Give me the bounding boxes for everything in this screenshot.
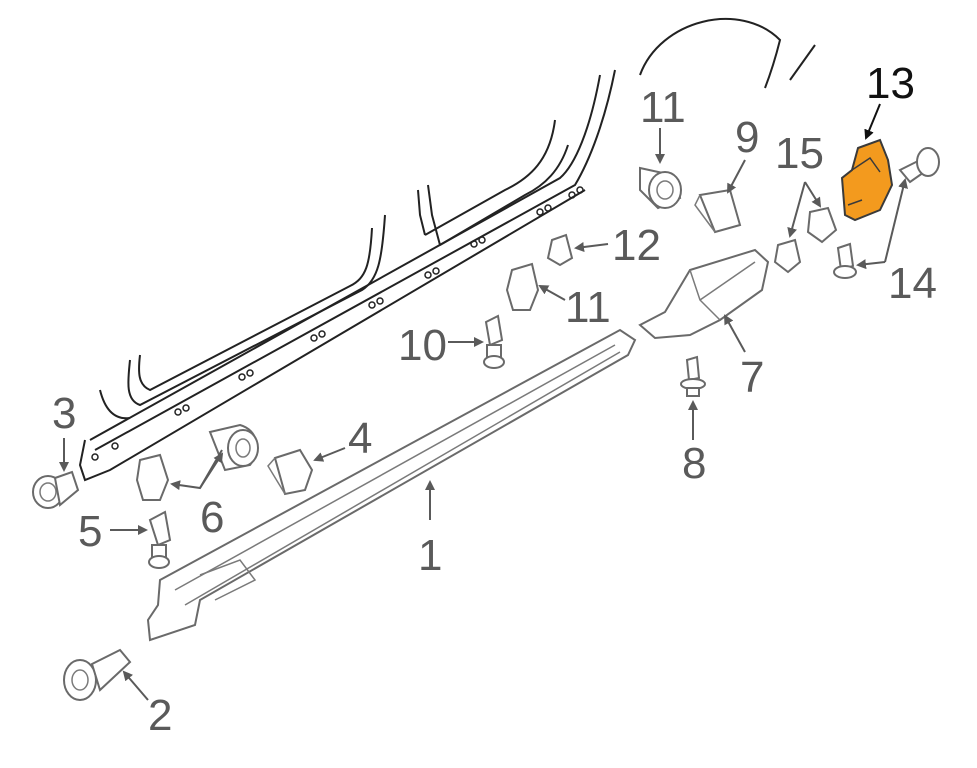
bolt-2 bbox=[63, 648, 132, 701]
label-part-4: 4 bbox=[348, 414, 372, 463]
push-nut-12 bbox=[546, 233, 574, 267]
pin-5 bbox=[148, 510, 172, 569]
screw-8 bbox=[680, 355, 706, 397]
grommet-11-top bbox=[639, 166, 682, 210]
push-nut-15 bbox=[773, 206, 838, 274]
label-part-13: 13 bbox=[866, 59, 915, 108]
label-part-6: 6 bbox=[200, 493, 224, 542]
leader-15a bbox=[787, 181, 806, 238]
clip-6 bbox=[135, 423, 259, 501]
pin-10 bbox=[483, 314, 505, 369]
clip-11-mid bbox=[505, 262, 540, 311]
label-part-10: 10 bbox=[398, 321, 447, 370]
clip-4 bbox=[267, 448, 314, 496]
highlighted-bracket-13 bbox=[840, 138, 894, 222]
leader-2 bbox=[122, 670, 149, 701]
leader-7 bbox=[724, 314, 746, 353]
grommet-3 bbox=[32, 470, 80, 509]
label-part-5: 5 bbox=[78, 507, 102, 556]
leader-11b bbox=[538, 285, 566, 301]
label-part-11-mid: 11 bbox=[565, 283, 611, 332]
label-part-12: 12 bbox=[612, 221, 661, 270]
label-part-9: 9 bbox=[735, 113, 759, 162]
leader-12 bbox=[574, 242, 609, 252]
leader-9 bbox=[727, 159, 746, 194]
label-part-2: 2 bbox=[148, 691, 172, 740]
label-part-8: 8 bbox=[682, 439, 706, 488]
leader-6 bbox=[170, 449, 223, 491]
label-part-7: 7 bbox=[740, 353, 764, 402]
label-part-14: 14 bbox=[888, 259, 937, 308]
label-part-1: 1 bbox=[418, 531, 442, 580]
leader-14 bbox=[856, 259, 886, 270]
label-part-11-top: 11 bbox=[640, 83, 686, 132]
leader-13 bbox=[864, 103, 881, 140]
label-part-3: 3 bbox=[52, 389, 76, 438]
retainer-9 bbox=[694, 188, 742, 234]
vehicle-body-outline bbox=[78, 18, 816, 482]
bracket-7 bbox=[638, 248, 770, 340]
rocker-molding bbox=[146, 328, 637, 642]
leader-15b bbox=[804, 181, 822, 208]
label-part-15: 15 bbox=[775, 129, 824, 178]
leader-4 bbox=[313, 447, 346, 462]
bolt-14 bbox=[833, 147, 940, 279]
